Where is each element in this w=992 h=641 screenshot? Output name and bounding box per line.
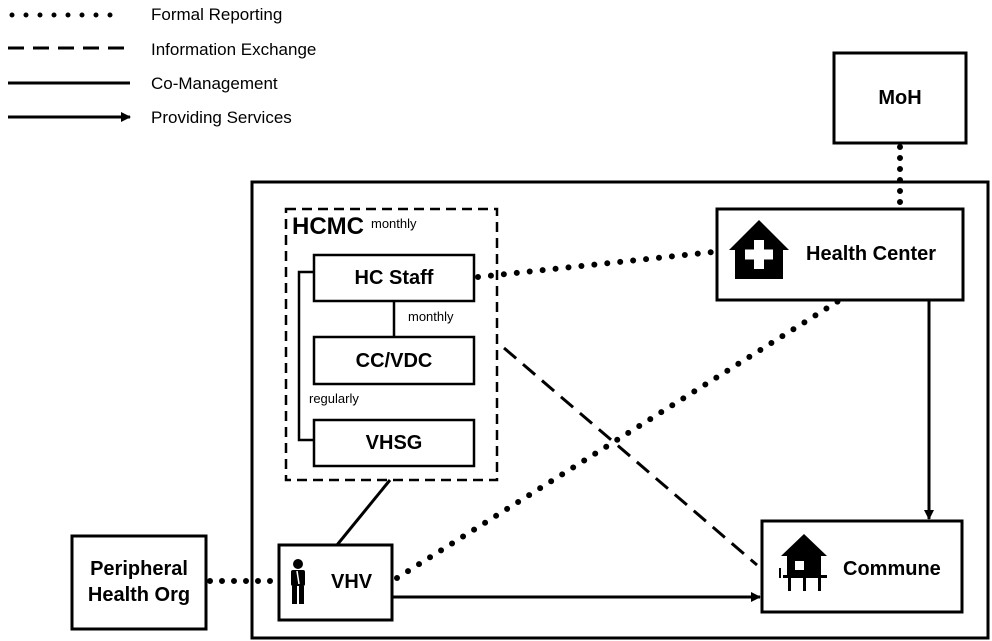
vhsg-box [312,418,476,468]
peripheral-label-line2: Health Org [87,584,191,606]
vhsg-frequency-label: regularly [309,391,359,406]
health-center-label: Health Center [806,243,937,265]
person-icon [291,559,305,604]
hcmc-frequency-label: monthly [371,216,417,231]
cc-vdc-label: CC/VDC [355,350,433,372]
moh-label: MoH [878,87,922,109]
vhv-health-center-reporting [394,297,843,581]
house-cross-icon [729,220,789,279]
legend-formal-reporting-label: Formal Reporting [151,5,283,24]
vhsg-label: VHSG [365,432,423,454]
peripheral-label-line1: Peripheral [90,558,188,580]
vhv-label: VHV [331,571,373,593]
moh-box [832,51,968,145]
legend-co-management-label: Co-Management [151,74,278,93]
commune-label: Commune [843,558,941,580]
staff-vhsg-bracket [297,270,314,442]
staff-commune-exchange [503,346,758,567]
staff-health-center-reporting [475,249,716,280]
hcmc-vhv-link [335,479,392,546]
legend-information-exchange-label: Information Exchange [151,40,317,59]
hc-staff-label: HC Staff [354,267,434,289]
main-frame [250,180,990,640]
staff-cc-frequency-label: monthly [408,309,454,324]
legend-providing-services-label: Providing Services [151,108,292,127]
peripheral-health-org-box [70,534,208,631]
hcmc-title: HCMC [292,213,364,240]
hcmc-group [284,207,499,482]
stilt-house-icon [779,534,827,591]
